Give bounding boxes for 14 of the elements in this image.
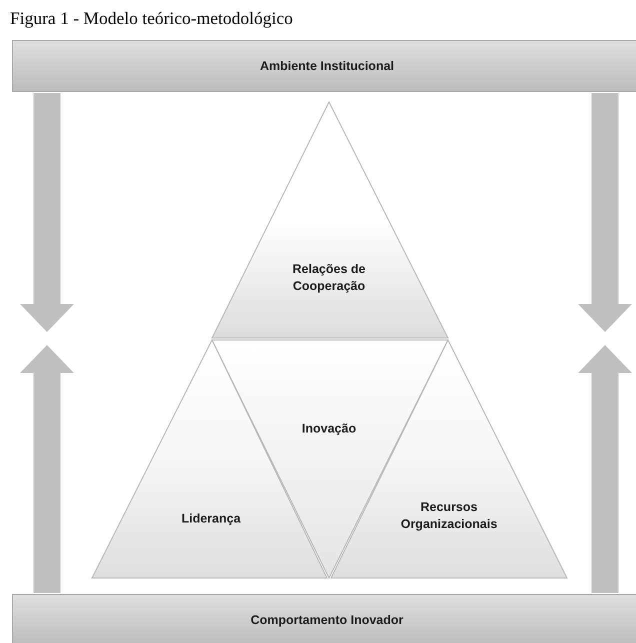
block-arrow xyxy=(578,345,632,593)
segment-label: Liderança xyxy=(180,510,242,528)
block-arrow xyxy=(20,345,74,593)
block-arrow xyxy=(578,93,632,332)
banner-bar xyxy=(12,594,636,643)
segment-label: Recursos Organizacionais xyxy=(400,499,498,533)
triangle-segment xyxy=(212,102,448,338)
segment-label: Inovação xyxy=(300,420,358,438)
banner-label: Ambiente Institucional xyxy=(260,58,394,74)
block-arrow xyxy=(20,93,74,332)
banner-label: Comportamento Inovador xyxy=(250,612,404,628)
banner-bar xyxy=(12,40,636,92)
figure-title: Figura 1 - Modelo teórico-metodológico xyxy=(10,8,293,29)
segment-label: Relações de Cooperação xyxy=(292,261,366,295)
